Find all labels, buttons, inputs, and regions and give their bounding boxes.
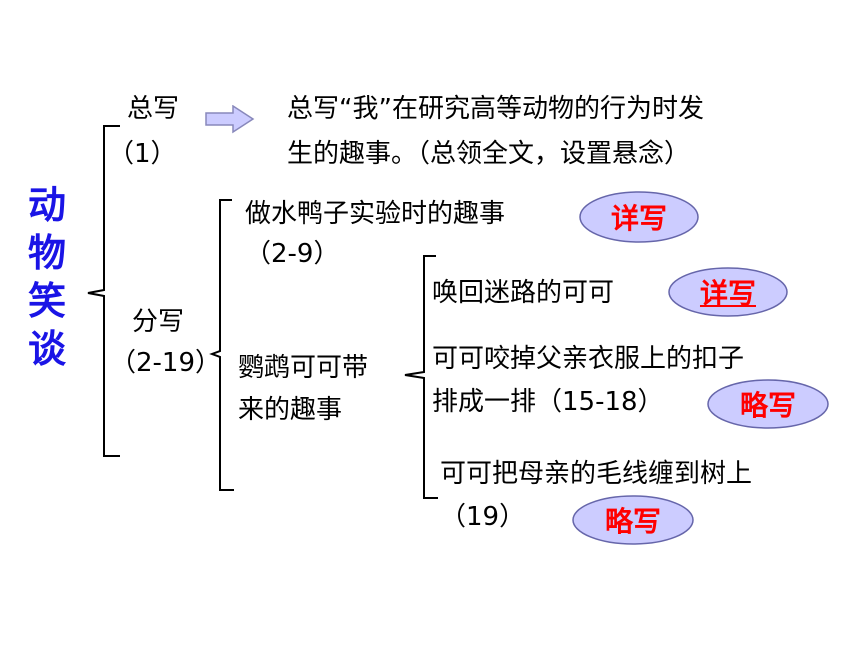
- detail-paragraph: （2-19）: [110, 348, 222, 378]
- right-arrow-icon: [205, 105, 255, 134]
- main-brace: [87, 125, 120, 457]
- parrot-line1: 鹦鹉可可带: [238, 353, 369, 383]
- title-char-4: 谈: [27, 327, 66, 371]
- parrot-item1-badge: 详写: [667, 266, 789, 318]
- parrot-line2: 来的趣事: [238, 395, 343, 425]
- general-paragraph: （1）: [108, 139, 177, 169]
- parrot-brace: [404, 255, 438, 499]
- parrot-item1-badge-label: 详写: [699, 277, 756, 310]
- title-char-3: 笑: [27, 279, 66, 323]
- parrot-item3-line2: （19）: [440, 502, 526, 532]
- detail-brace: [209, 199, 234, 491]
- parrot-item2-line1: 可可咬掉父亲衣服上的扣子: [432, 344, 745, 374]
- parrot-item3-badge: 略写: [571, 494, 695, 546]
- parrot-item1-text: 唤回迷路的可可: [432, 278, 615, 308]
- duck-text: 做水鸭子实验时的趣事: [245, 199, 506, 229]
- title-char-1: 动: [27, 183, 66, 227]
- parrot-item3-line1: 可可把母亲的毛线缠到树上: [440, 459, 753, 489]
- duck-badge-label: 详写: [610, 202, 667, 235]
- title-char-2: 物: [27, 231, 66, 275]
- parrot-item3-badge-label: 略写: [604, 505, 661, 538]
- detail-label: 分写: [132, 307, 185, 337]
- parrot-item2-badge-label: 略写: [739, 389, 796, 422]
- parrot-item2-line2: 排成一排（15-18）: [432, 387, 664, 417]
- parrot-item2-badge: 略写: [706, 378, 830, 430]
- duck-paragraph: （2-9）: [245, 239, 340, 269]
- general-desc-line1: 总写“我”在研究高等动物的行为时发: [287, 94, 704, 124]
- duck-badge: 详写: [578, 190, 700, 244]
- general-label: 总写: [127, 94, 180, 124]
- general-desc-line2: 生的趣事。（总领全文，设置悬念）: [287, 139, 691, 169]
